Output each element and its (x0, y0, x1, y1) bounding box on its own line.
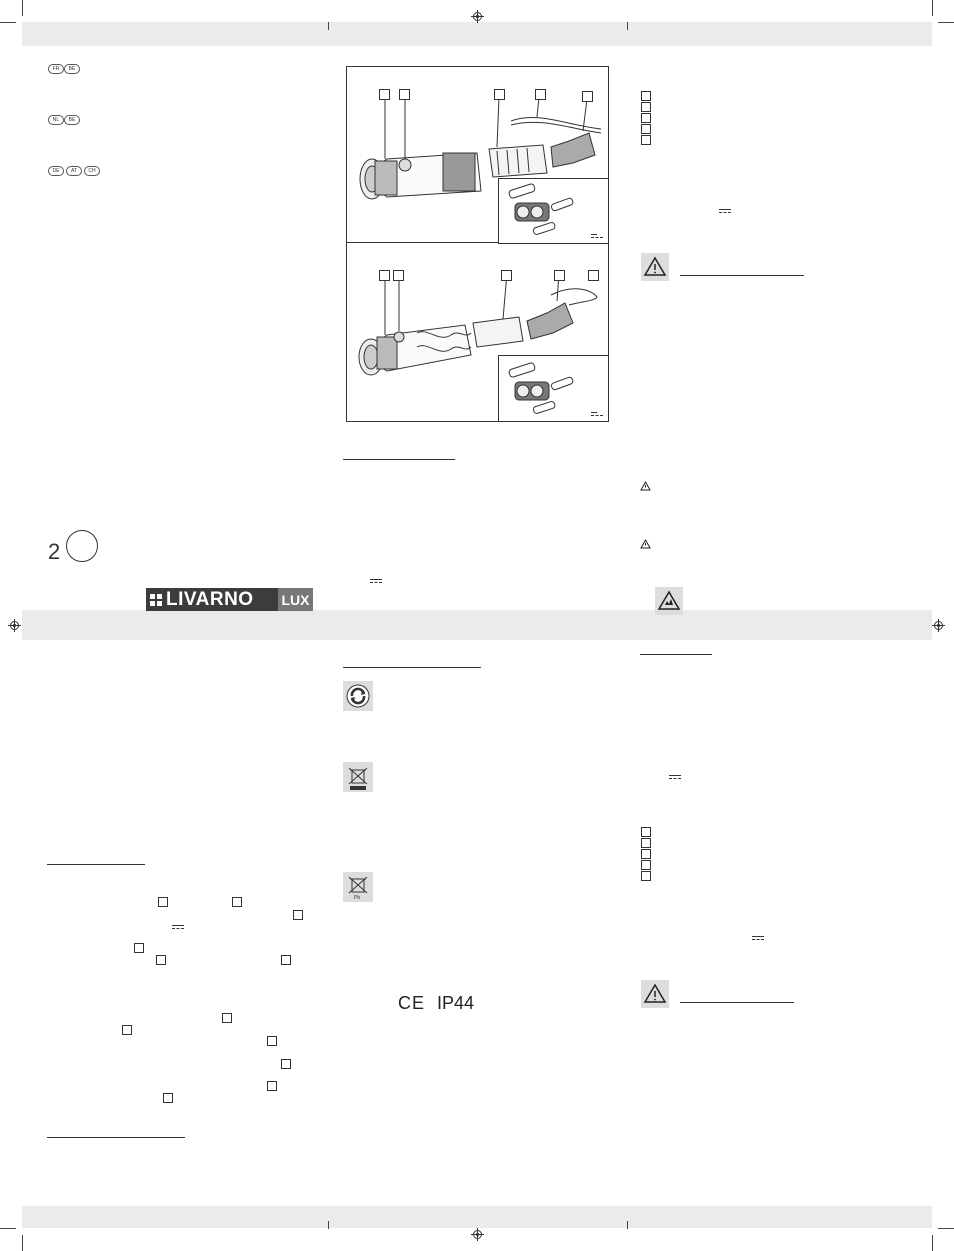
section-underline (343, 459, 455, 460)
green-dot-recycling-icon (343, 681, 373, 711)
flag-badge: BE (64, 115, 80, 125)
direct-current-icon (719, 209, 731, 214)
figure-divider (347, 242, 608, 243)
part-reference-box (267, 1036, 277, 1046)
ce-mark: CE (398, 993, 426, 1013)
part-reference-box (641, 102, 651, 112)
direct-current-icon (591, 234, 603, 239)
battery-holder-icon (508, 183, 574, 235)
warning-triangle-icon (641, 253, 669, 281)
fold-tick (627, 1221, 628, 1229)
callout-box (399, 89, 410, 100)
battery-inset (498, 178, 609, 244)
direct-current-icon (591, 412, 603, 417)
part-reference-box (641, 113, 651, 123)
direct-current-icon (752, 936, 764, 941)
flashlight-exploded-view-icon (358, 96, 602, 376)
warning-triangle-icon (641, 980, 669, 1008)
part-reference-box (641, 91, 651, 101)
part-reference-box (134, 943, 144, 953)
battery-inset (498, 355, 609, 422)
brand-logo-suffix: LUX (278, 588, 313, 611)
part-reference-box (163, 1093, 173, 1103)
part-reference-box (122, 1025, 132, 1035)
crop-mark (22, 1235, 23, 1251)
callout-box (379, 270, 390, 281)
direct-current-icon (370, 579, 382, 584)
section-underline (47, 864, 145, 865)
part-reference-box (281, 955, 291, 965)
flag-badge: NL (48, 115, 64, 125)
section-underline (640, 654, 712, 655)
brand-logo-main: LIVARNO (146, 588, 278, 611)
direct-current-icon (172, 925, 184, 930)
crosshair-registration-icon (8, 619, 21, 632)
crosshair-registration-icon (471, 1228, 484, 1241)
fold-tick (328, 22, 329, 30)
part-reference-box (293, 910, 303, 920)
callout-box (379, 89, 390, 100)
crop-mark (0, 22, 16, 23)
flag-badge: AT (66, 166, 82, 176)
section-underline (680, 1002, 794, 1003)
svg-text:Pb: Pb (354, 895, 360, 901)
brand-suffix: LUX (281, 591, 310, 608)
warning-triangle-icon (640, 481, 651, 491)
callout-box (588, 270, 599, 281)
part-reference-box (232, 897, 242, 907)
page-number: 2 (48, 539, 61, 564)
crop-mark (0, 1228, 16, 1229)
part-reference-box (267, 1081, 277, 1091)
part-reference-box (281, 1059, 291, 1069)
crossed-bin-icon (343, 762, 373, 792)
part-reference-box (641, 860, 651, 870)
crop-mark (932, 0, 933, 16)
page-number-circle (66, 530, 98, 562)
callout-box (582, 91, 593, 102)
fold-tick (627, 22, 628, 30)
part-reference-box (222, 1013, 232, 1023)
flag-badge: DE (48, 166, 64, 176)
battery-holder-icon (508, 362, 574, 414)
flag-badge: CH (84, 166, 100, 176)
crop-mark (932, 1235, 933, 1251)
crosshair-registration-icon (471, 10, 484, 23)
part-reference-box (156, 955, 166, 965)
callout-box (554, 270, 565, 281)
section-underline (680, 275, 804, 276)
crop-mark (938, 1228, 954, 1229)
burst-warning-icon (655, 587, 683, 615)
crossed-bin-battery-icon: Pb (343, 872, 373, 902)
part-reference-box (158, 897, 168, 907)
brand-name: LIVARNO (166, 588, 254, 610)
part-reference-box (641, 124, 651, 134)
part-reference-box (641, 827, 651, 837)
ip-rating: IP44 (437, 993, 475, 1013)
top-band (22, 22, 932, 46)
warning-triangle-icon (640, 539, 651, 549)
middle-band (22, 610, 932, 640)
part-reference-box (641, 849, 651, 859)
part-reference-box (641, 871, 651, 881)
part-reference-box (641, 838, 651, 848)
crosshair-registration-icon (932, 619, 945, 632)
bottom-band (22, 1206, 932, 1228)
crop-mark (22, 0, 23, 16)
certification-marks: CE IP44 (398, 993, 474, 1014)
crop-mark (938, 22, 954, 23)
flag-badge: BE (64, 64, 80, 74)
callout-box (501, 270, 512, 281)
part-reference-box (641, 135, 651, 145)
flag-badge: FR (48, 64, 64, 74)
section-underline (343, 667, 481, 668)
brand-logo: LIVARNO LUX (146, 588, 313, 611)
fold-tick (328, 1221, 329, 1229)
section-underline (47, 1137, 185, 1138)
callout-box (535, 89, 546, 100)
callout-box (393, 270, 404, 281)
callout-box (494, 89, 505, 100)
direct-current-icon (669, 775, 681, 780)
flashlight-figure (346, 66, 609, 422)
brand-grid-icon (150, 593, 162, 606)
